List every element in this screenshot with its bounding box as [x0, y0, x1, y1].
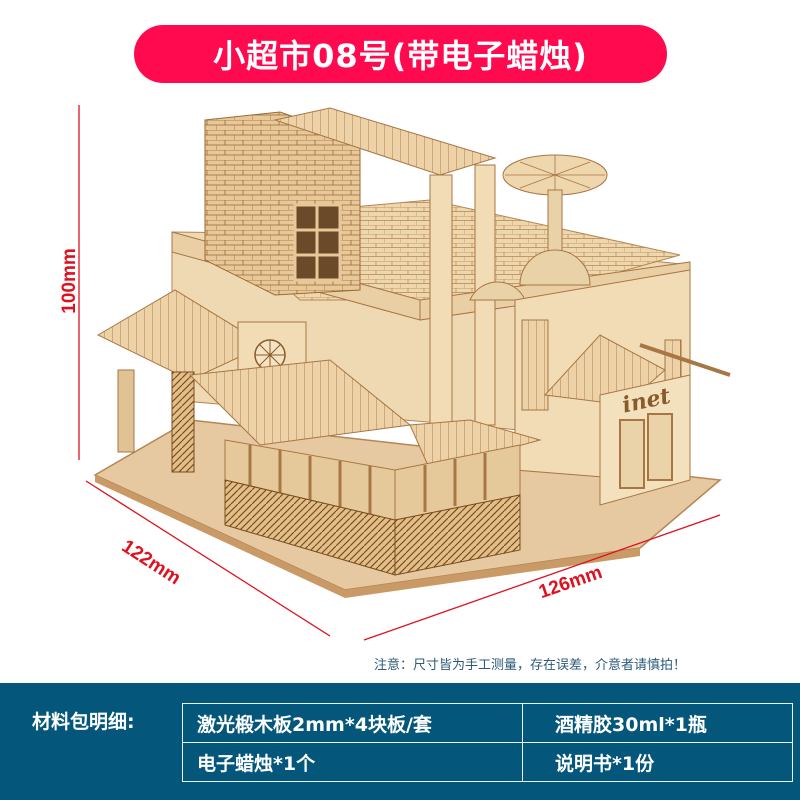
material-item: 激光椴木板2mm*4块板/套 — [182, 703, 523, 743]
material-item: 酒精胶30ml*1瓶 — [522, 703, 793, 743]
table-row: 电子蜡烛*1个 说明书*1份 — [182, 742, 793, 782]
width-dimension-line — [363, 514, 721, 641]
material-item: 说明书*1份 — [522, 742, 793, 782]
product-title-banner: 小超市08号(带电子蜡烛) — [134, 25, 667, 83]
product-title: 小超市08号(带电子蜡烛) — [213, 37, 588, 75]
product-photo: inet — [78, 105, 731, 641]
materials-label: 材料包明细: — [32, 711, 135, 733]
height-dimension-label: 100mm — [58, 248, 80, 314]
material-item: 电子蜡烛*1个 — [182, 742, 523, 782]
depth-dimension-line — [85, 480, 331, 637]
measurement-note: 注意：尺寸皆为手工测量，存在误差，介意者请慎拍！ — [374, 658, 687, 673]
materials-table: 激光椴木板2mm*4块板/套 酒精胶30ml*1瓶 电子蜡烛*1个 说明书*1份 — [182, 703, 793, 782]
table-row: 激光椴木板2mm*4块板/套 酒精胶30ml*1瓶 — [182, 703, 793, 743]
